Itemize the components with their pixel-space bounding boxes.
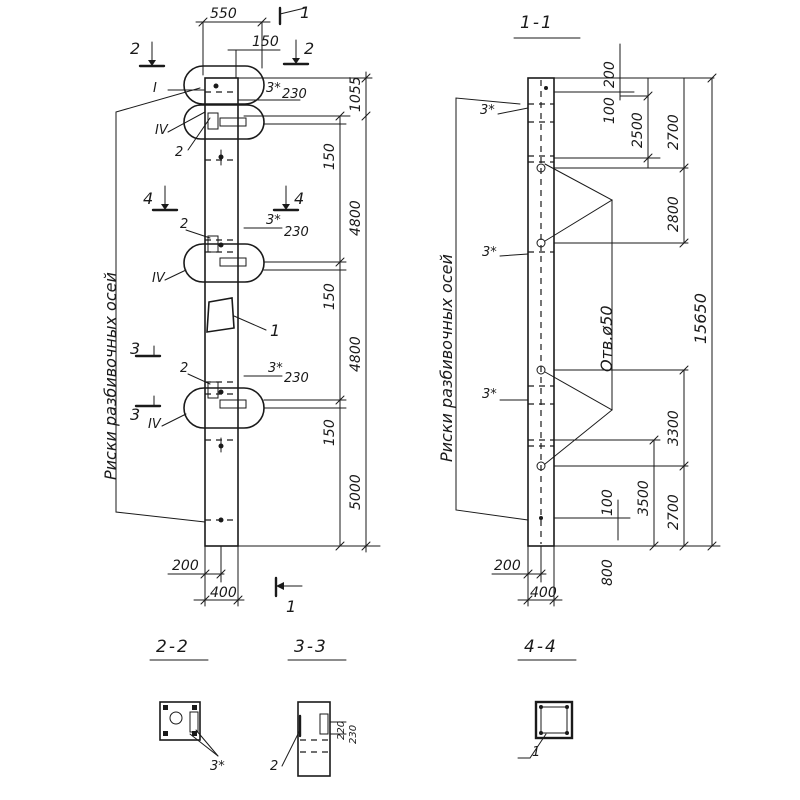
dim-400-right: 400	[530, 585, 557, 601]
r-dim-2500: 2500	[630, 112, 646, 148]
marker-3a-right: 3*	[480, 103, 495, 118]
section-1-bottom-label: 1	[286, 597, 296, 616]
section-4a-label: 4	[143, 189, 153, 208]
section-2b-label: 2	[304, 39, 314, 58]
pos-2b-label: 2	[180, 217, 188, 232]
marker-I: I	[153, 81, 157, 96]
marker-3b-right: 3*	[482, 245, 497, 260]
embed-ellipse-mid	[183, 243, 265, 283]
dim-150-a: 150	[322, 143, 338, 170]
hole-leader-top	[544, 163, 614, 242]
embed-details	[205, 83, 247, 523]
marker-IV-mid: IV	[152, 271, 166, 286]
r-dim-100-top: 100	[602, 97, 618, 124]
axis-leader-left	[115, 87, 206, 523]
section-4-4-label: 1	[532, 745, 540, 760]
embed-ellipse-top	[183, 65, 265, 105]
axis-label-left: Риски разбивочных осей	[101, 272, 120, 480]
r-dim-2800: 2800	[666, 196, 682, 232]
r-dim-2700-bottom: 2700	[666, 494, 682, 530]
section-4-4-outer	[534, 700, 574, 740]
view-1-1-title: 1-1	[520, 13, 554, 33]
right-dim-chain: 200 100 2500 2700 2800 3300 3500 2700 10…	[553, 43, 721, 586]
dim-150-top: 150	[227, 34, 281, 79]
left-bottom-dims: 200 400	[167, 545, 245, 607]
marker-IV-top: IV	[155, 123, 169, 138]
dim-5000: 5000	[348, 474, 364, 510]
r-dim-3300: 3300	[666, 410, 682, 446]
pos-2a-label: 2	[175, 145, 183, 160]
section-3-3-label: 2	[270, 759, 278, 774]
left-elevation: 550 150 1 2 2 I IV 2	[101, 3, 381, 616]
dim-400-left: 400	[210, 585, 237, 601]
section-3a-label: 3	[130, 339, 140, 358]
dim-550-label: 550	[210, 6, 237, 22]
section-4b-label: 4	[294, 189, 304, 208]
section-3-3-title: 3-3	[294, 637, 328, 657]
section-4-4-inner	[540, 706, 568, 734]
section-4-marks: 4 4	[143, 185, 304, 212]
r-dim-800: 800	[600, 559, 616, 586]
r-dim-2700-top: 2700	[666, 114, 682, 150]
right-embeds	[528, 86, 554, 520]
section-3-3-rect	[297, 701, 331, 777]
section-3-3-dim1: 220	[336, 721, 347, 740]
detail-plate	[206, 297, 235, 333]
section-4-4-title: 4-4	[524, 637, 558, 657]
section-3-3-dim2: 230	[348, 725, 359, 744]
dim-550: 550	[195, 6, 271, 76]
section-1-bottom: 1	[274, 576, 303, 616]
dim-150-c: 150	[322, 419, 338, 446]
section-2-2-square	[159, 701, 201, 741]
r-dim-200: 200	[602, 61, 618, 88]
dim-200-right: 200	[494, 558, 521, 574]
axis-leader-right	[455, 97, 529, 521]
section-3-marks: 3 3	[130, 339, 162, 424]
dim-4800-a: 4800	[348, 200, 364, 236]
section-2-2: 2-2 3*	[149, 637, 225, 774]
section-2a-label: 2	[130, 39, 140, 58]
embed-ellipse-IV-top	[183, 104, 265, 140]
section-4-4: 4-4 1	[517, 637, 577, 760]
marker-3c-left: 3*	[268, 361, 283, 376]
section-2-2-title: 2-2	[156, 637, 190, 657]
small-230c: 230	[284, 371, 309, 386]
section-3b-label: 3	[130, 405, 140, 424]
axis-label-right: Риски разбивочных осей	[437, 254, 456, 462]
marker-3c-right: 3*	[482, 387, 497, 402]
section-2-2-label: 3*	[210, 759, 225, 774]
pos-2c-label: 2	[180, 361, 188, 376]
marker-3b-left: 3*	[266, 213, 281, 228]
section-1-top-label: 1	[300, 3, 310, 22]
marker-3a-left: 3*	[266, 81, 281, 96]
r-dim-3500: 3500	[636, 480, 652, 516]
right-elevation: 1-1 Отв.ø50 3* 3*	[437, 13, 721, 607]
right-bottom-dims: 200 400	[491, 545, 563, 607]
left-dim-chain: 1055 150 4800 150 4800 150 5000	[237, 71, 381, 553]
r-dim-100-bottom: 100	[600, 489, 616, 516]
hole-label: Отв.ø50	[597, 305, 616, 372]
small-230a: 230	[282, 87, 307, 102]
dim-150-b: 150	[322, 283, 338, 310]
pos-1-label: 1	[270, 321, 280, 340]
marker-IV-low: IV	[148, 417, 162, 432]
hole-leader-bottom	[544, 371, 613, 465]
section-3-3: 3-3 220 230 2	[270, 637, 359, 777]
r-dim-15650: 15650	[691, 293, 710, 344]
section-1-top: 1	[278, 3, 310, 26]
dim-150-top-label: 150	[252, 34, 279, 50]
small-230b: 230	[284, 225, 309, 240]
dim-1055: 1055	[348, 76, 364, 112]
section-2-marks: 2 2	[130, 39, 314, 68]
dim-200-left: 200	[172, 558, 199, 574]
dim-4800-b: 4800	[348, 336, 364, 372]
